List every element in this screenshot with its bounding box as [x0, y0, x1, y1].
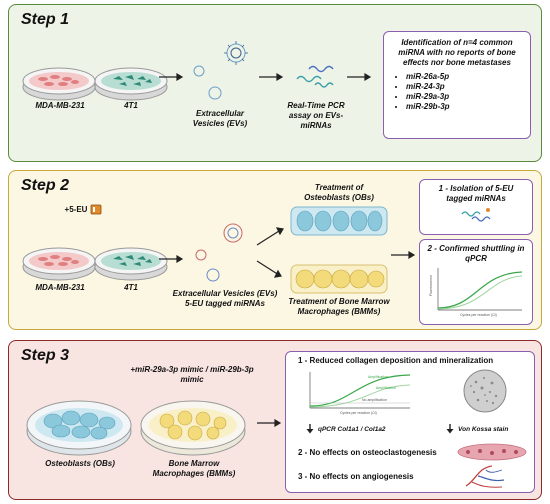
noamp-label: No amplification — [362, 398, 387, 402]
ev-icons — [193, 43, 246, 100]
result3-title: 3 - No effects on angiogenesis — [298, 472, 414, 481]
amp-label-1: Amplification — [368, 375, 388, 379]
step1-graphics — [22, 41, 372, 101]
step2-bmm-label: Treatment of Bone Marrow Macrophages (BM… — [288, 297, 390, 316]
step2-panel: Step 2 — [8, 170, 542, 330]
result1-title: 1 - Reduced collagen deposition and mine… — [298, 356, 494, 365]
step1-box-title: Identification of n=4 common miRNA with … — [398, 38, 516, 67]
step2-4t1-label: 4T1 — [124, 283, 138, 292]
down-arrow-icon — [306, 424, 314, 434]
step1-4t1-label: 4T1 — [124, 101, 138, 110]
result2-title: 2 - No effects on osteoclastogenesis — [298, 448, 437, 457]
step3-arrow — [257, 418, 282, 428]
mirna-item: miR-26a-5p — [406, 72, 522, 82]
step3-results-box: 1 - Reduced collagen deposition and mine… — [285, 351, 535, 493]
shuttling-box: 2 - Confirmed shuttling in qPCR Fluoresc… — [419, 239, 533, 325]
mirna-list: miR-26a-5p miR-24-3p miR-29a-3p miR-29b-… — [392, 72, 522, 112]
mirna-item: miR-29b-3p — [406, 102, 522, 112]
tagged-mirna-icon — [461, 208, 491, 222]
mirna-icons — [296, 65, 334, 88]
step3-graphics — [26, 400, 282, 456]
step1-pcr-label: Real-Time PCR assay on EVs-miRNAs — [287, 101, 345, 130]
4t1-dish-icon — [94, 67, 168, 101]
step2-ev-label: Extracellular Vesicles (EVs) 5-EU tagged… — [172, 289, 278, 308]
eu-tube-icon — [90, 204, 102, 215]
step2-eu-label: +5-EU — [64, 205, 88, 214]
ob-dish-icon — [26, 400, 132, 456]
step3-title: Step 3 — [21, 347, 70, 364]
tagged-ev-icons — [195, 223, 243, 282]
step1-title: Step 1 — [21, 11, 70, 28]
macrophage-layer-icon — [290, 264, 388, 294]
down-arrow-icon — [446, 424, 454, 434]
qpcr-col-label: qPCR Col1a1 / Col1a2 — [318, 426, 386, 433]
mirna-item: miR-24-3p — [406, 82, 522, 92]
step1-ev-label: Extracellular Vesicles (EVs) — [192, 109, 248, 128]
step1-panel: Step 1 — [8, 4, 542, 162]
step3-ob-label: Osteoblasts (OBs) — [45, 459, 115, 468]
qpcr-curve-chart: Fluorescence Cycles per reaction (Ct) — [429, 268, 523, 317]
step3-panel: Step 3 — [8, 340, 542, 500]
collagen-xlabel: Cycles per reaction (Ct) — [340, 411, 377, 415]
von-kossa-stain-icon — [463, 369, 507, 413]
mimic-label: +miR-29a-3p mimic / miR-29b-3p mimic — [130, 365, 254, 384]
bmm-dish-icon — [140, 400, 246, 456]
isolation-box: 1 - Isolation of 5-EU tagged miRNAs — [419, 179, 533, 235]
amp-label-2: Amplification — [376, 386, 396, 390]
step2-mda-label: MDA-MB-231 — [35, 283, 85, 292]
4t1-dish-icon — [94, 247, 168, 281]
step2-arrows — [159, 227, 416, 278]
osteoclast-icon — [457, 443, 527, 461]
von-kossa-label: Von Kossa stain — [458, 426, 509, 433]
isolation-title: 1 - Isolation of 5-EU tagged miRNAs — [438, 184, 514, 203]
mda-dish-icon — [22, 247, 96, 281]
step3-bmm-label: Bone Marrow Macrophages (BMMs) — [152, 459, 236, 478]
angiogenesis-icon — [465, 465, 505, 488]
qpcr-xlabel: Cycles per reaction (Ct) — [460, 313, 497, 317]
step1-arrows — [159, 72, 372, 82]
step2-ob-label: Treatment of Osteoblasts (OBs) — [304, 183, 374, 202]
mda-dish-icon — [22, 67, 96, 101]
step2-graphics — [22, 204, 416, 294]
step1-mirna-box: Identification of n=4 common miRNA with … — [383, 31, 531, 139]
qpcr-ylabel: Fluorescence — [429, 275, 433, 296]
mirna-item: miR-29a-3p — [406, 92, 522, 102]
osteoblast-layer-icon — [290, 206, 388, 236]
shuttling-title: 2 - Confirmed shuttling in qPCR — [427, 244, 525, 263]
step1-mda-label: MDA-MB-231 — [35, 101, 85, 110]
step2-title: Step 2 — [21, 177, 70, 194]
collagen-qpcr-chart: Amplification Amplification No amplifica… — [309, 372, 411, 415]
